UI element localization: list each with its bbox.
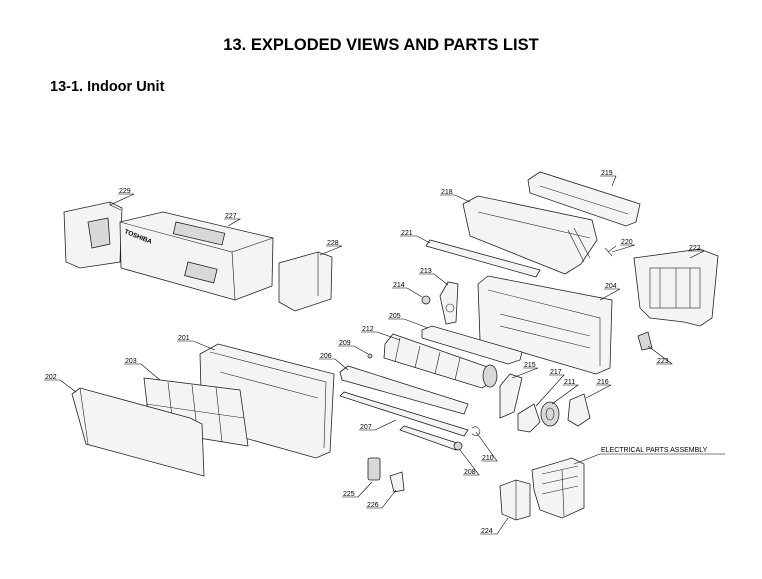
callout-229: 229 xyxy=(119,188,131,195)
part-228-drawing xyxy=(278,251,333,312)
callout-204: 204 xyxy=(605,283,617,290)
part-205-drawing xyxy=(421,325,523,365)
part-224-drawing xyxy=(499,479,531,521)
callout-220: 220 xyxy=(621,239,633,246)
callout-225: 225 xyxy=(343,491,355,498)
callout-222: 222 xyxy=(689,245,701,252)
callout-212: 212 xyxy=(362,326,374,333)
callout-202: 202 xyxy=(45,374,57,381)
callout-205: 205 xyxy=(389,313,401,320)
part-211-drawing xyxy=(540,401,560,427)
callout-207: 207 xyxy=(360,424,372,431)
callout-218: 218 xyxy=(441,189,453,196)
part-206-drawing xyxy=(339,365,469,415)
callout-203: 203 xyxy=(125,358,137,365)
part-226-drawing xyxy=(389,471,405,493)
callout-224: 224 xyxy=(481,528,493,535)
part-215-drawing xyxy=(499,373,523,419)
part-202-drawing xyxy=(71,387,205,477)
part-214-drawing xyxy=(421,295,431,305)
callout-226: 226 xyxy=(367,502,379,509)
callout-223: 223 xyxy=(657,358,669,365)
callout-210: 210 xyxy=(482,455,494,462)
part-227-drawing: TOSHIBA xyxy=(119,211,274,301)
callout-209: 209 xyxy=(339,340,351,347)
callout-214: 214 xyxy=(393,282,405,289)
part-212-drawing xyxy=(383,333,498,389)
callout-228: 228 xyxy=(327,240,339,247)
part-210-drawing xyxy=(471,426,481,436)
callout-219: 219 xyxy=(601,170,613,177)
part-225-drawing xyxy=(367,457,381,481)
page-title: 13. EXPLODED VIEWS AND PARTS LIST xyxy=(223,36,539,54)
callout-213: 213 xyxy=(420,268,432,275)
callout-labels: 219 218 221 220 222 229 227 228 213 214 … xyxy=(45,170,708,535)
part-223-drawing xyxy=(637,331,653,351)
part-216-drawing xyxy=(567,393,591,427)
electrical-parts-drawing xyxy=(531,457,585,519)
leader-lines xyxy=(44,175,725,535)
part-209-drawing xyxy=(367,353,373,359)
callout-217: 217 xyxy=(550,369,562,376)
part-208-drawing xyxy=(399,425,463,451)
part-217-drawing xyxy=(517,403,541,433)
callout-211: 211 xyxy=(564,379,575,386)
callout-208: 208 xyxy=(464,469,476,476)
callout-206: 206 xyxy=(320,353,332,360)
part-220-drawing xyxy=(604,245,617,257)
part-222-drawing xyxy=(633,248,719,327)
callout-221: 221 xyxy=(401,230,413,237)
part-219-drawing xyxy=(527,171,641,227)
callout-216: 216 xyxy=(597,379,609,386)
callout-215: 215 xyxy=(524,362,536,369)
part-229-drawing xyxy=(63,201,123,269)
part-207-drawing xyxy=(339,391,469,437)
electrical-parts-assembly-label: ELECTRICAL PARTS ASSEMBLY xyxy=(601,447,708,454)
part-218-drawing xyxy=(462,195,598,275)
section-subtitle: 13-1. Indoor Unit xyxy=(50,79,165,95)
callout-201: 201 xyxy=(178,335,190,342)
part-213-drawing xyxy=(439,281,459,325)
callout-227: 227 xyxy=(225,213,237,220)
